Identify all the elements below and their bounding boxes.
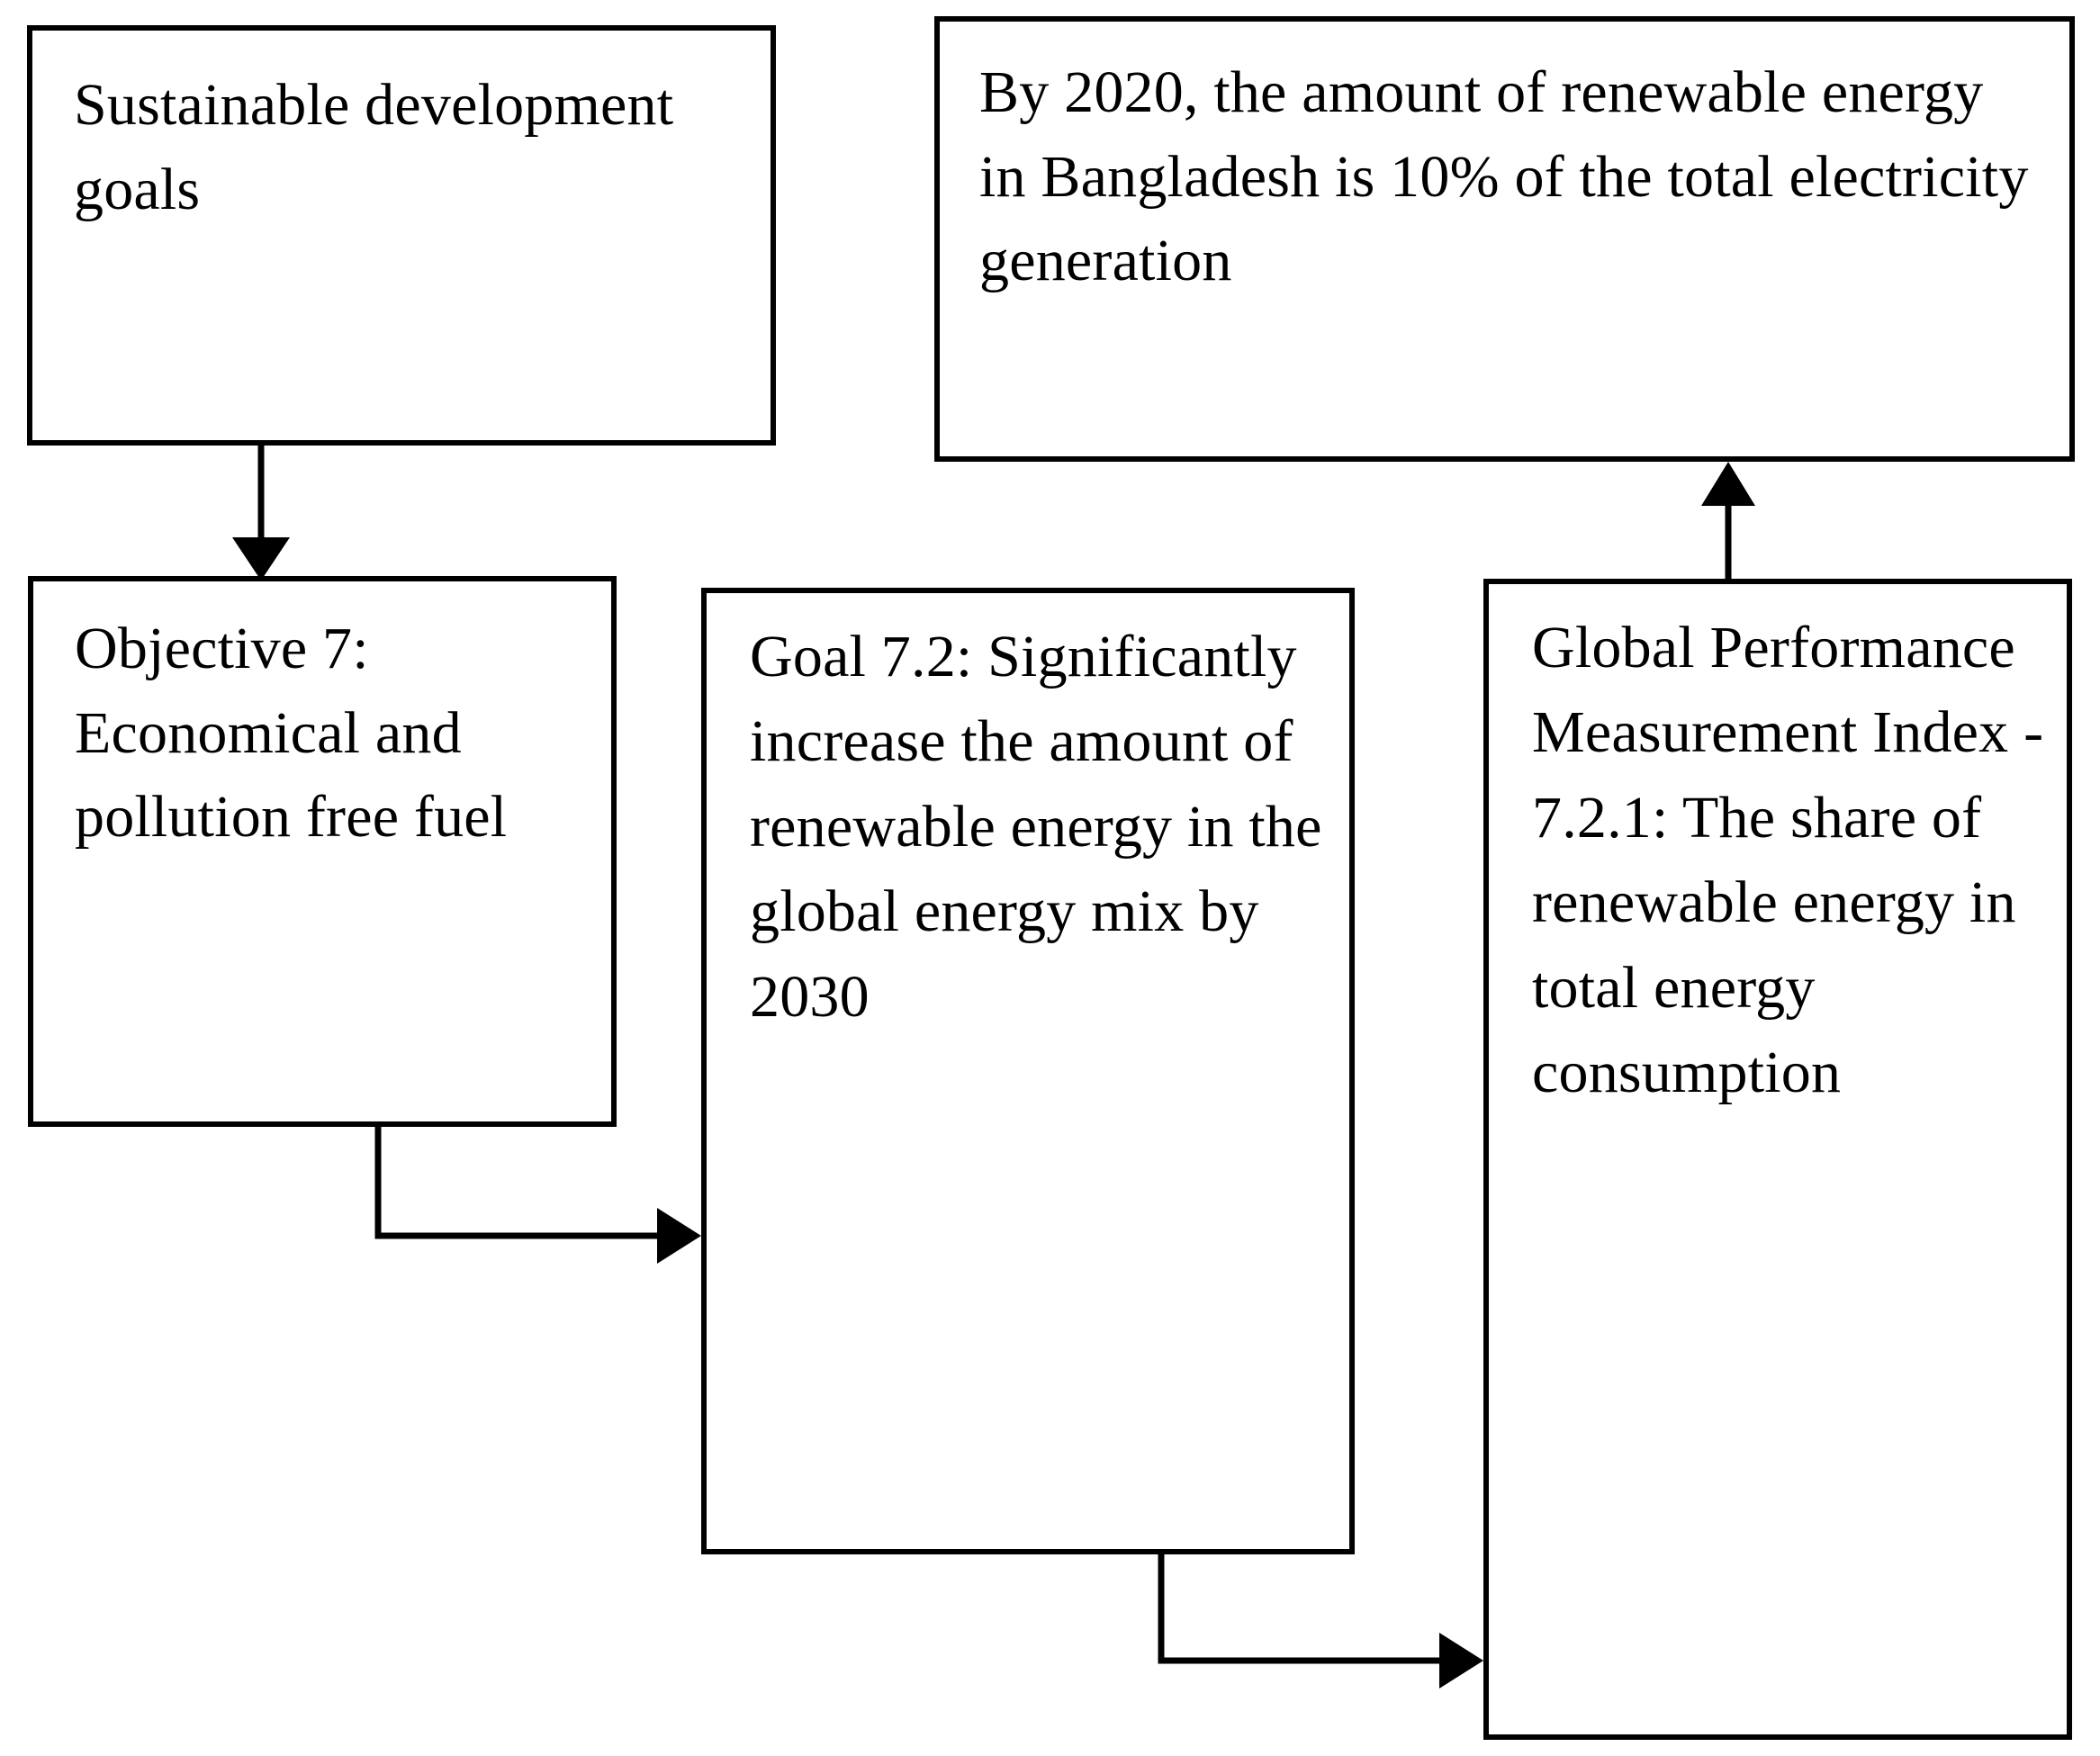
node-objective-label: Objective 7: Economical and pollution fr… bbox=[75, 616, 508, 851]
node-sustainable-development-goals: Sustainable development goals bbox=[27, 25, 776, 446]
node-index-label: Global Performance Measurement Index - 7… bbox=[1532, 615, 2044, 1105]
node-objective-7: Objective 7: Economical and pollution fr… bbox=[28, 576, 617, 1127]
edge-objective-to-goal bbox=[374, 1127, 701, 1264]
node-sdg-label: Sustainable development goals bbox=[74, 72, 674, 222]
node-renewable-energy-target: By 2020, the amount of renewable energy … bbox=[934, 16, 2075, 462]
node-global-performance-measurement-index: Global Performance Measurement Index - 7… bbox=[1483, 579, 2072, 1740]
edge-goal-to-index bbox=[1158, 1554, 1483, 1688]
node-target-label: By 2020, the amount of renewable energy … bbox=[979, 59, 2029, 294]
node-goal-7-2: Goal 7.2: Significantly increase the amo… bbox=[701, 588, 1355, 1554]
edge-sdg-to-objective bbox=[232, 446, 290, 581]
edge-index-to-target bbox=[1701, 462, 1755, 579]
node-goal-label: Goal 7.2: Significantly increase the amo… bbox=[750, 624, 1322, 1030]
